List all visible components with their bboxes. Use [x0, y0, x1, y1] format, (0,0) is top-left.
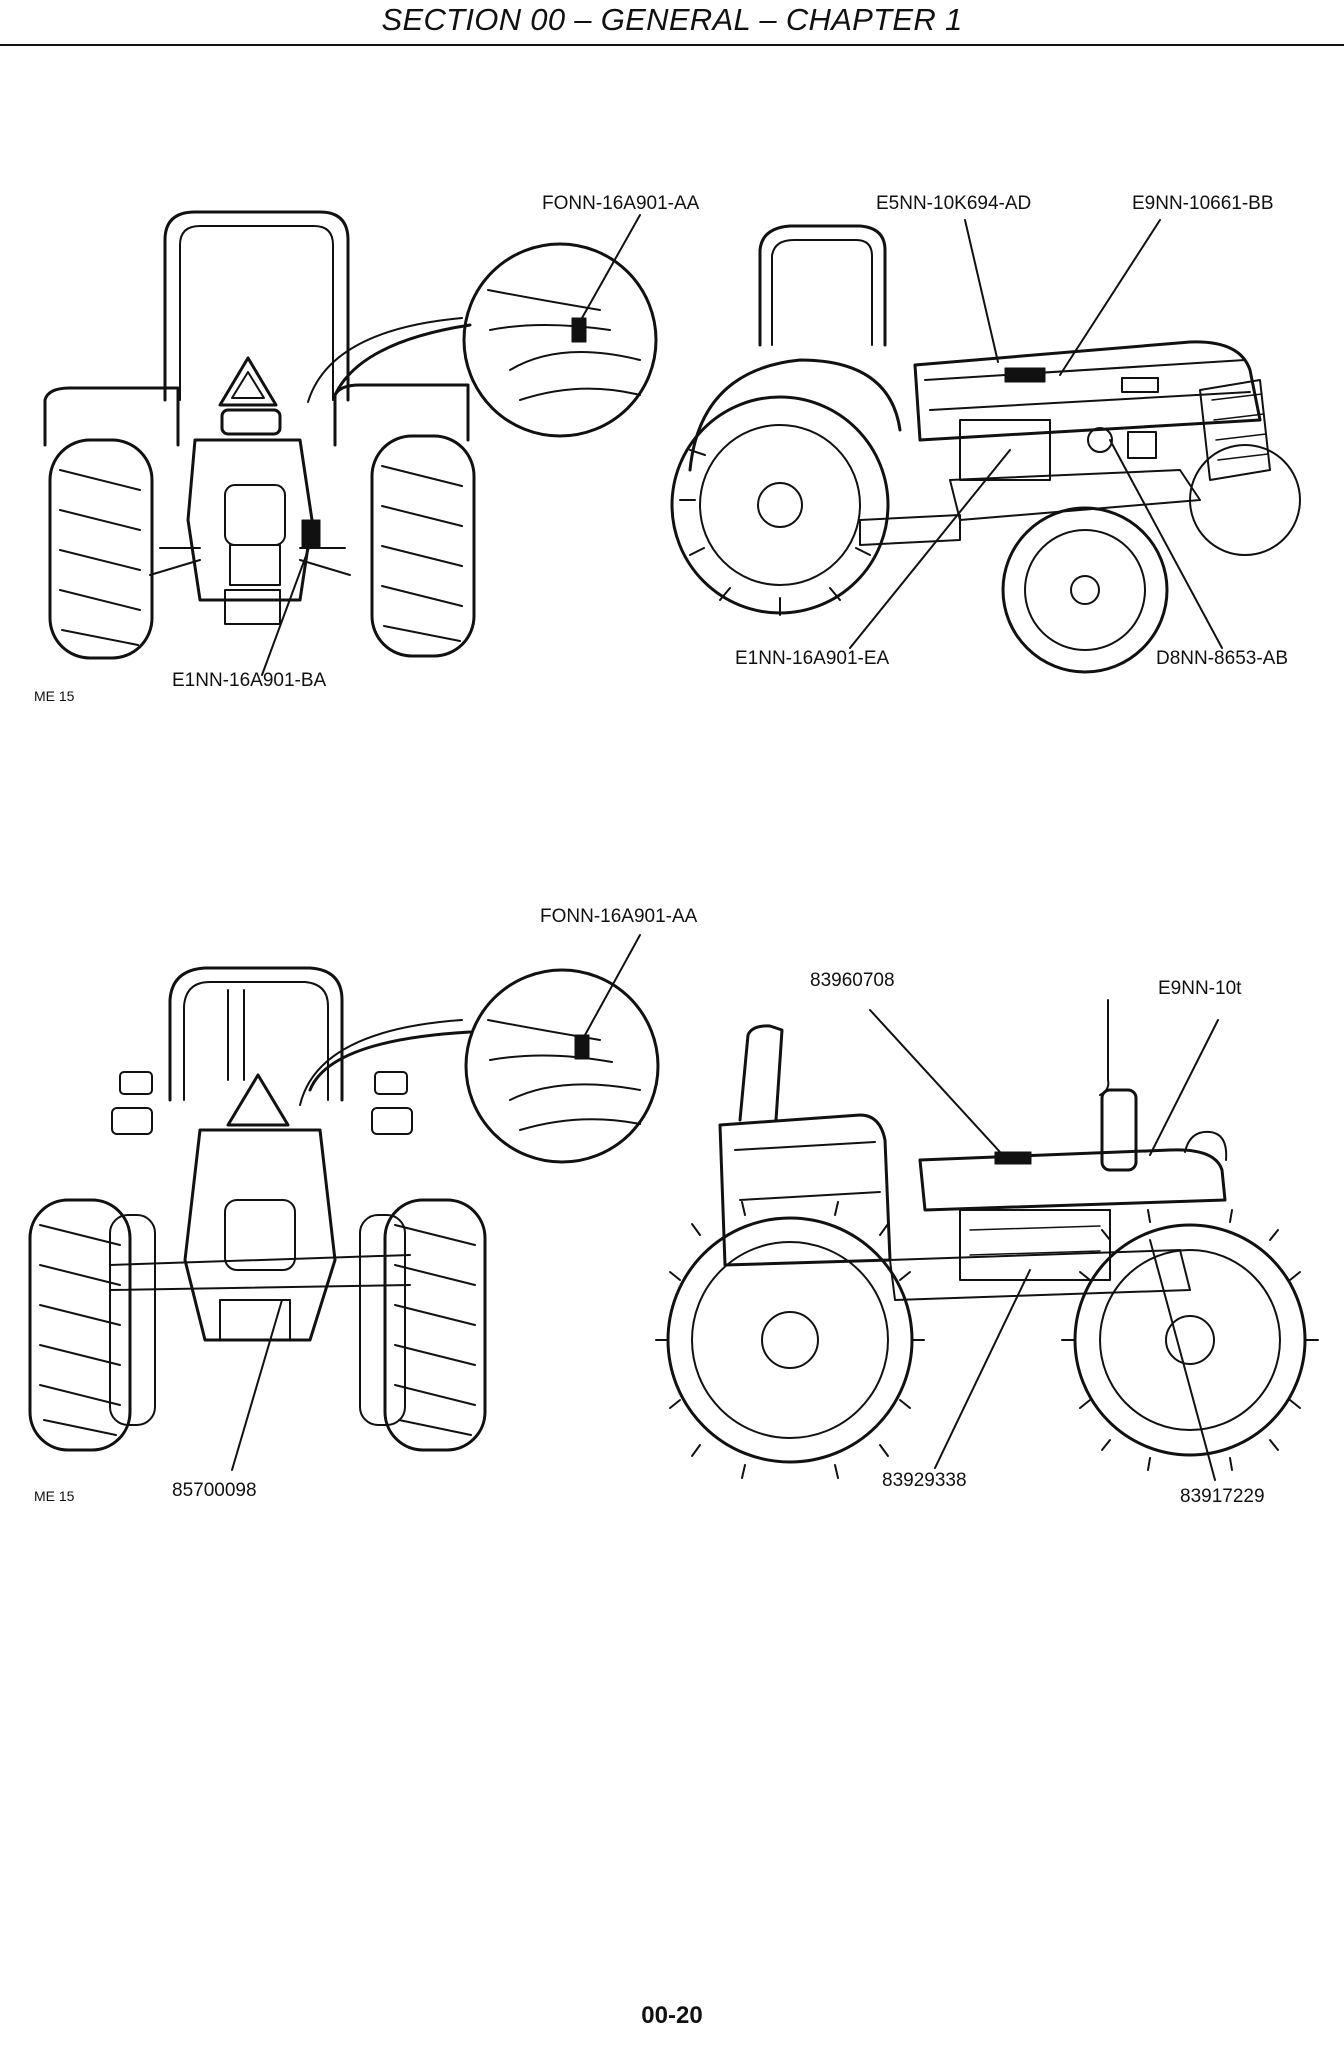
page-header: SECTION 00 – GENERAL – CHAPTER 1 — [0, 0, 1344, 46]
fig1-rear-tractor — [43, 210, 658, 676]
fig1-code: ME 15 — [34, 688, 75, 704]
fig1-label-top-mid: E5NN-10K694-AD — [876, 193, 1032, 214]
fig2-rear-tractor — [28, 934, 660, 1471]
fig2-label-bottom-left: 85700098 — [172, 1480, 257, 1501]
fig1-label-bottom-right: D8NN-8653-AB — [1156, 648, 1288, 669]
fig2-label-top-mid: 83960708 — [810, 970, 895, 991]
fig1-label-inset: FONN-16A901-AA — [542, 193, 700, 214]
fig1-label-top-right: E9NN-10661-BB — [1132, 193, 1274, 214]
section-title: SECTION 00 – GENERAL – CHAPTER 1 — [381, 2, 963, 37]
fig1-side-tractor — [670, 219, 1301, 674]
fig1-label-bottom-mid: E1NN-16A901-EA — [735, 648, 890, 669]
fig2-label-bottom-mid: 83929338 — [882, 1470, 967, 1491]
fig1-label-bottom-left: E1NN-16A901-BA — [172, 670, 327, 691]
fig2-label-inset: FONN-16A901-AA — [540, 906, 698, 927]
header-rule — [0, 44, 1344, 46]
fig2-code: ME 15 — [34, 1488, 75, 1504]
page-number: 00-20 — [641, 2002, 703, 2029]
fig2-side-tractor — [655, 999, 1319, 1481]
fig2-label-bottom-right: 83917229 — [1180, 1486, 1265, 1507]
fig2-label-top-right: E9NN-10t — [1158, 978, 1242, 999]
